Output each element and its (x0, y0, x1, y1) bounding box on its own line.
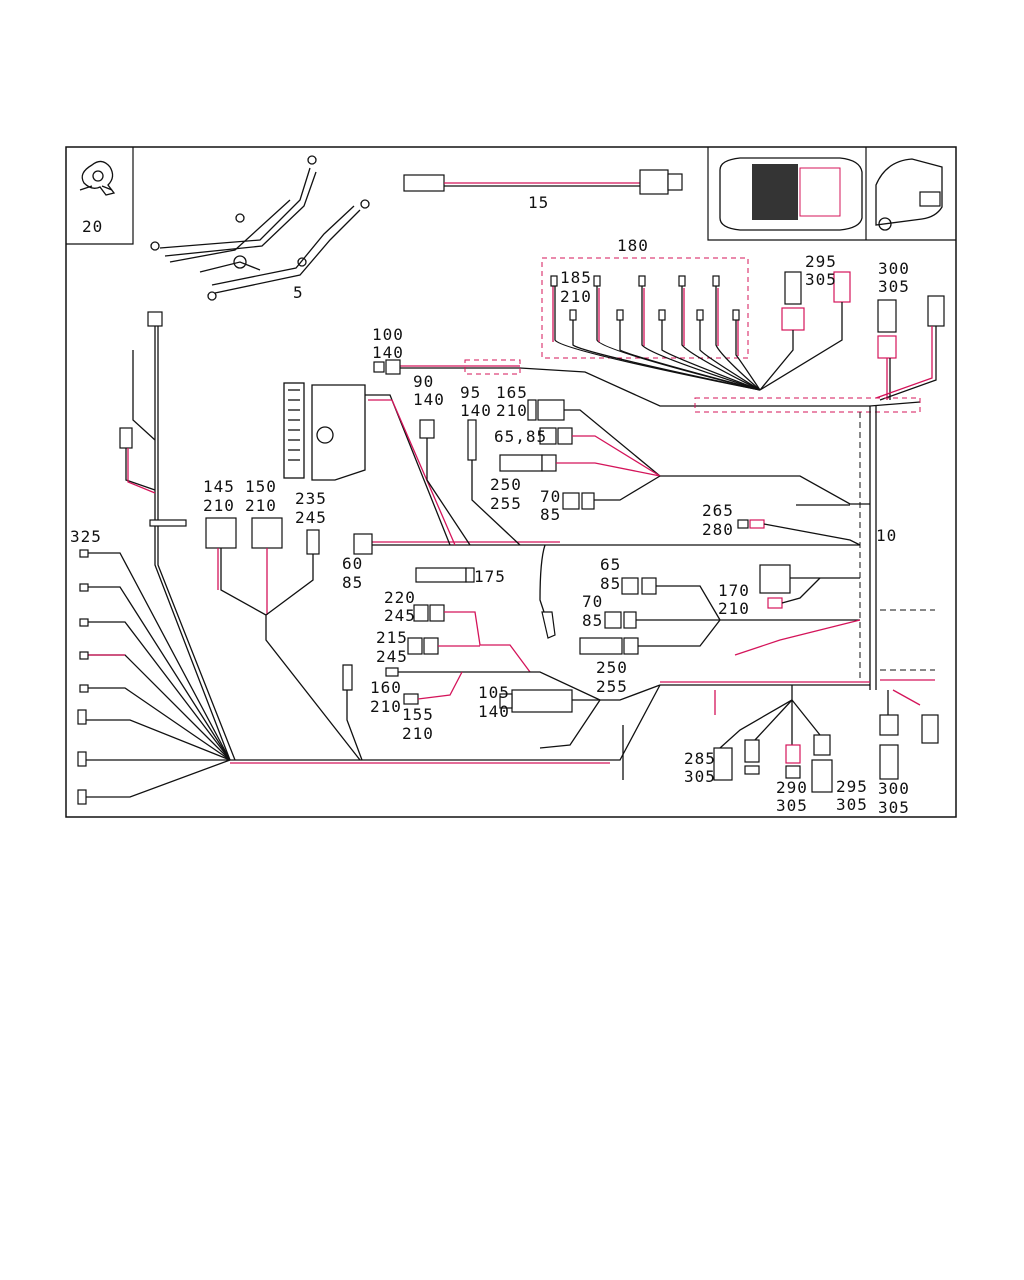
vehicle-rear-view-icon (875, 158, 943, 231)
bottom-right-connectors (713, 685, 939, 793)
label-5: 5 (293, 283, 304, 302)
label-105: 105 (478, 683, 510, 702)
connectors-145-150-235 (205, 517, 361, 761)
label-70-mid: 70 (582, 592, 603, 611)
label-160: 160 (370, 678, 402, 697)
label-265-b: 280 (702, 520, 734, 539)
label-95-b: 140 (460, 401, 492, 420)
label-175: 175 (474, 567, 506, 586)
label-15: 15 (528, 193, 549, 212)
part-number-labels: 20 5 15 180 185 210 295 305 300 305 100 … (70, 193, 910, 817)
label-70-mid-b: 85 (582, 611, 603, 630)
label-170: 170 (718, 581, 750, 600)
label-90: 90 (413, 372, 434, 391)
label-65: 65 (600, 555, 621, 574)
label-60-b: 85 (342, 573, 363, 592)
label-250-mid: 250 (596, 658, 628, 677)
label-145: 145 (203, 477, 235, 496)
label-295-bottom-b: 305 (836, 795, 868, 814)
label-215: 215 (376, 628, 408, 647)
harness-loom-drawing (150, 155, 370, 301)
label-290-b: 305 (776, 796, 808, 815)
label-235: 235 (295, 489, 327, 508)
label-300-top: 300 (878, 259, 910, 278)
right-mid-connectors (579, 564, 861, 656)
label-235-b: 245 (295, 508, 327, 527)
label-155-b: 210 (402, 724, 434, 743)
label-165-b: 210 (496, 401, 528, 420)
label-100: 100 (372, 325, 404, 344)
label-325: 325 (70, 527, 102, 546)
lower-mid-connectors (342, 604, 716, 780)
label-160-b: 210 (370, 697, 402, 716)
label-105-b: 140 (478, 702, 510, 721)
label-305-top: 305 (805, 270, 837, 289)
label-295-bottom: 295 (836, 777, 868, 796)
left-harness-branch (77, 311, 661, 805)
diagram-frame (65, 146, 957, 818)
label-220-b: 245 (384, 606, 416, 625)
label-170-b: 210 (718, 599, 750, 618)
label-150-b: 210 (245, 496, 277, 515)
label-220: 220 (384, 588, 416, 607)
label-60: 60 (342, 554, 363, 573)
label-285: 285 (684, 749, 716, 768)
label-305-top-b: 305 (878, 277, 910, 296)
control-unit-drawing (283, 382, 456, 546)
label-95: 95 (460, 383, 481, 402)
vehicle-top-view-icon (719, 157, 863, 231)
label-290: 290 (776, 778, 808, 797)
label-250-b: 255 (490, 494, 522, 513)
label-165: 165 (496, 383, 528, 402)
right-upper-connectors (499, 399, 861, 546)
label-185-b: 210 (560, 287, 592, 306)
label-180: 180 (617, 236, 649, 255)
main-trunk (372, 359, 935, 690)
label-20: 20 (82, 217, 103, 236)
label-250: 250 (490, 475, 522, 494)
cable-assembly-15 (403, 169, 683, 195)
label-300-bottom-b: 305 (878, 798, 910, 817)
label-70: 70 (540, 487, 561, 506)
label-265: 265 (702, 501, 734, 520)
label-185: 185 (560, 268, 592, 287)
label-285-b: 305 (684, 767, 716, 786)
cable-clip-icon (79, 160, 116, 196)
label-215-b: 245 (376, 647, 408, 666)
connector-295-top (759, 271, 851, 391)
central-connectors (353, 359, 556, 639)
connector-300-top (875, 295, 945, 401)
label-145-b: 210 (203, 496, 235, 515)
label-295-top: 295 (805, 252, 837, 271)
label-100-b: 140 (372, 343, 404, 362)
label-65-b: 85 (600, 574, 621, 593)
connector-group-180 (541, 257, 761, 391)
label-150: 150 (245, 477, 277, 496)
label-250-mid-b: 255 (596, 677, 628, 696)
label-155: 155 (402, 705, 434, 724)
label-65-85: 65,85 (494, 427, 547, 446)
label-90-b: 140 (413, 390, 445, 409)
label-70-b: 85 (540, 505, 561, 524)
label-300-bottom: 300 (878, 779, 910, 798)
label-10: 10 (876, 526, 897, 545)
